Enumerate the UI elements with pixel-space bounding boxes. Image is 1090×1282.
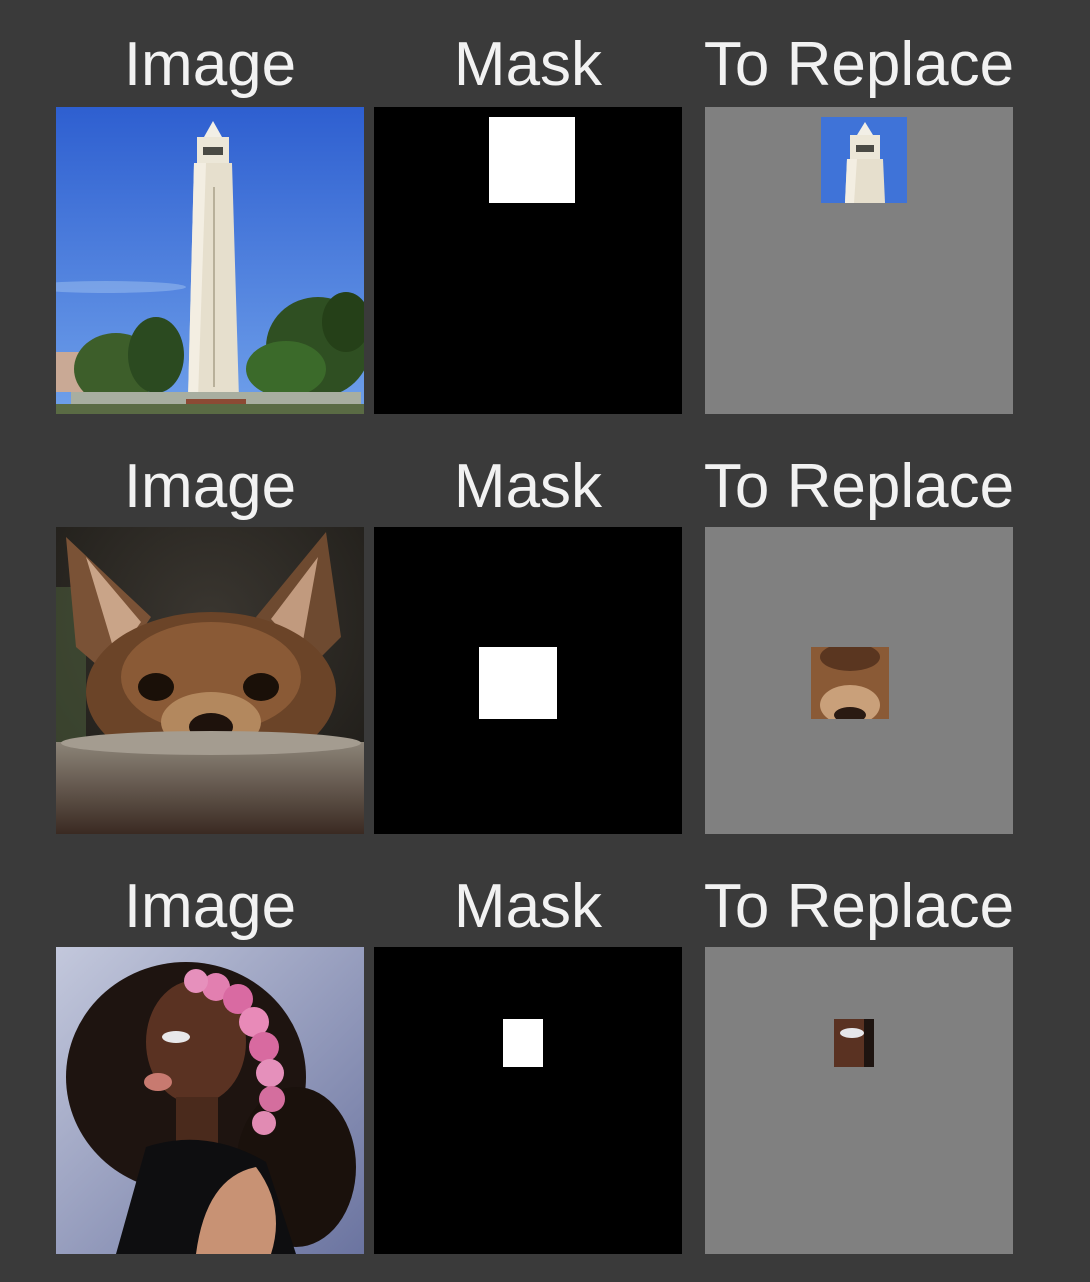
mask-square: [479, 647, 557, 719]
mask-square: [503, 1019, 543, 1067]
row1-image-label: Image: [123, 30, 297, 99]
mask-square: [489, 117, 575, 203]
row3-to-replace: [705, 947, 1013, 1254]
row2-replace-label: To Replace: [703, 452, 1015, 521]
row2-mask-label: Mask: [453, 452, 603, 521]
row2-to-replace: [705, 527, 1013, 834]
row3-image-label: Image: [123, 872, 297, 941]
row2-mask: [374, 527, 682, 834]
row3-mask: [374, 947, 682, 1254]
row3-replace-label: To Replace: [703, 872, 1015, 941]
row1-replace-label: To Replace: [703, 30, 1015, 99]
row3-mask-label: Mask: [453, 872, 603, 941]
replace-patch: [811, 647, 889, 719]
row3-image-woman: [56, 947, 364, 1254]
replace-patch: [821, 117, 907, 203]
row1-mask-label: Mask: [453, 30, 603, 99]
row2-image-label: Image: [123, 452, 297, 521]
row1-image-tower: [56, 107, 364, 414]
row1-to-replace: [705, 107, 1013, 414]
row1-mask: [374, 107, 682, 414]
replace-patch: [834, 1019, 874, 1067]
row2-image-dog: [56, 527, 364, 834]
